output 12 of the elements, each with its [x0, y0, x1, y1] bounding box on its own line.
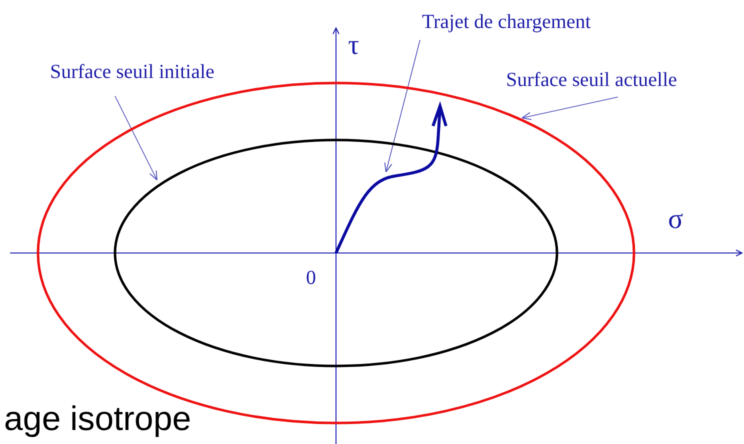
- leader-line: [384, 40, 420, 172]
- loading-path-curve: [334, 101, 448, 254]
- callout-text: Trajet de chargement: [422, 12, 591, 32]
- inner-ellipse: [114, 138, 558, 368]
- axis-label: τ: [348, 32, 360, 60]
- axis-label: σ: [668, 206, 684, 234]
- slide-text: age isotrope: [4, 402, 192, 436]
- leader-line: [114, 96, 158, 180]
- origin-label: 0: [306, 268, 316, 288]
- callout-text: Surface seuil actuelle: [506, 70, 678, 90]
- leader-line: [522, 96, 618, 120]
- callout-text: Surface seuil initiale: [50, 62, 214, 82]
